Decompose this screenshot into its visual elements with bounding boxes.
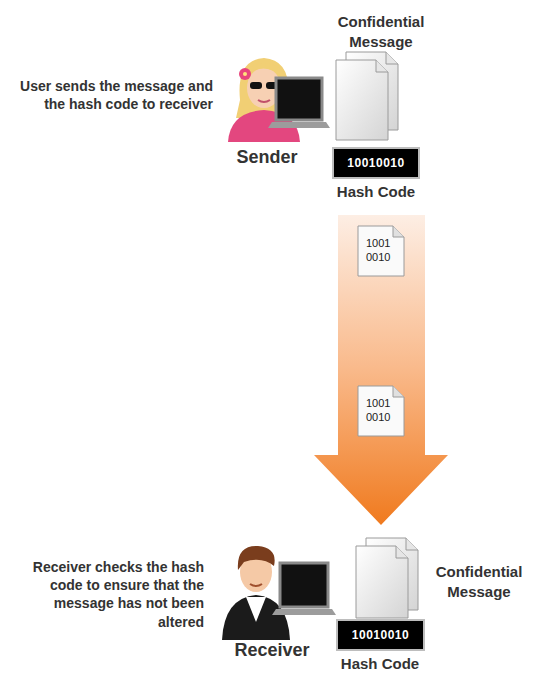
hash-caption: Hash Code [324,655,436,672]
document-title: Confidential Message [424,562,534,601]
document-stack [356,538,418,618]
data-packet: 1001 0010 [357,225,405,277]
document-stack [336,52,398,140]
flow-arrow [314,215,448,525]
hash-value: 10010010 [352,628,409,642]
binary-code: 1001 0010 [366,397,396,425]
data-packet: 1001 0010 [357,385,405,437]
hash-value: 10010010 [347,156,404,170]
document-title: Confidential Message [325,12,437,51]
role-name: Sender [222,146,312,169]
hash-caption: Hash Code [320,183,432,200]
step-note: User sends the message and the hash code… [8,77,213,113]
role-name: Receiver [222,639,322,662]
binary-code: 1001 0010 [366,237,396,265]
hash-code-box: 10010010Hash Code [336,619,425,651]
laptop [268,78,330,128]
hash-code-box: 10010010Hash Code [332,147,420,179]
laptop [272,563,336,615]
step-note: Receiver checks the hash code to ensure … [8,558,204,631]
